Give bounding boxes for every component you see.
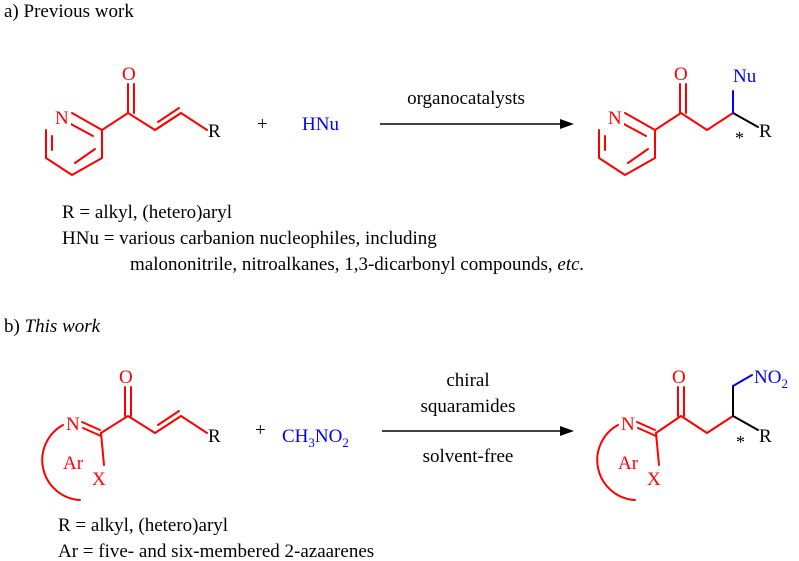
product-b-nitrogen: N	[621, 414, 635, 435]
product-b-arc	[596, 424, 636, 501]
nitromethane: CH3NO2	[282, 426, 349, 450]
reactant-a-pyridine-ring	[45, 112, 103, 176]
reactant-a-r-group: R	[208, 121, 221, 142]
note-b-2: Ar = five- and six-membered 2-azaarenes	[58, 541, 374, 561]
product-a-chain	[654, 112, 734, 131]
product-b-oxygen: O	[672, 367, 686, 388]
note-a-3-etc: etc.	[557, 254, 584, 275]
note-a-2: HNu = various carbanion nucleophiles, in…	[62, 228, 437, 249]
product-b-x: X	[647, 469, 661, 490]
product-b-chain	[655, 415, 734, 434]
product-b-nitro-sub2: 2	[781, 376, 788, 391]
reactant-a-chain	[101, 112, 208, 131]
arrow-a-label: organocatalysts	[407, 88, 525, 109]
product-b-structure	[596, 374, 759, 501]
product-a-r-group: R	[759, 121, 772, 142]
reactant-b-chain	[100, 415, 208, 434]
product-a-stereocenter: *	[735, 128, 744, 148]
note-b-1: R = alkyl, (hetero)aryl	[58, 515, 228, 536]
plus-sign-a: +	[257, 114, 268, 135]
nitromethane-no: NO	[315, 426, 342, 447]
section-a-title: Previous work	[24, 1, 135, 22]
product-b-stereocenter: *	[736, 432, 745, 452]
reactant-b-ar: Ar	[63, 453, 84, 474]
product-b-nitro-no: NO	[754, 367, 781, 388]
arrow-b-label-bottom: solvent-free	[423, 446, 514, 467]
product-a-nu-group: Nu	[733, 66, 757, 87]
plus-sign-b: +	[255, 420, 266, 441]
product-a-structure	[598, 83, 759, 176]
nitromethane-sub2: 2	[342, 435, 349, 450]
note-a-3: malononitrile, nitroalkanes, 1,3-dicarbo…	[130, 254, 584, 275]
product-a-oxygen: O	[674, 64, 688, 85]
section-b-title: This work	[25, 316, 101, 337]
reactant-b-structure	[41, 386, 208, 501]
section-a-prefix: a)	[4, 1, 24, 22]
product-a-nitrogen: N	[608, 108, 622, 129]
nitromethane-sub3: 3	[308, 435, 315, 450]
product-b-r-group: R	[759, 426, 772, 447]
reactant-b-r-group: R	[208, 426, 221, 447]
reactant-b-nitrogen: N	[66, 414, 80, 435]
nitromethane-ch: CH	[282, 426, 309, 447]
arrow-b	[382, 426, 574, 436]
section-a-label: a) Previous work	[4, 1, 134, 22]
reactant-b-oxygen: O	[119, 367, 133, 388]
reactant-b-x: X	[92, 469, 106, 490]
product-b-ar: Ar	[618, 453, 639, 474]
section-b-prefix: b)	[4, 316, 25, 337]
note-a-3-text: malononitrile, nitroalkanes, 1,3-dicarbo…	[130, 254, 557, 275]
reactant-a-structure	[45, 83, 208, 176]
reactant-a-nitrogen: N	[55, 108, 69, 129]
section-b-label: b) This work	[4, 316, 101, 337]
product-b-nitro-group: NO2	[754, 367, 788, 391]
arrow-b-label-top-1: chiral	[446, 370, 489, 391]
reactant-b-arc	[41, 424, 81, 501]
arrow-b-label-top-2: squaramides	[421, 396, 516, 417]
arrow-a	[380, 119, 574, 129]
nucleophile-hnu: HNu	[302, 114, 339, 135]
note-a-1: R = alkyl, (hetero)aryl	[62, 202, 232, 223]
product-a-pyridine-ring	[598, 112, 656, 176]
reactant-a-oxygen: O	[122, 64, 136, 85]
